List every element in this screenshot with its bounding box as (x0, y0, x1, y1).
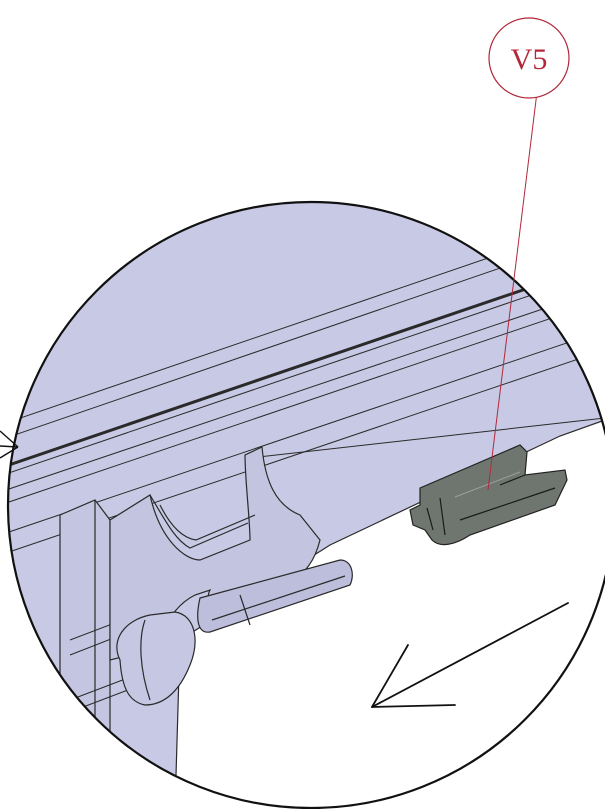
arrow-down-left-icon (371, 602, 569, 708)
clip-part-v5 (409, 444, 568, 546)
callout-bubble (488, 17, 570, 99)
clamp-profile (109, 446, 321, 661)
detail-circle-outline (6, 200, 605, 809)
rod-end (116, 611, 196, 706)
callout-leader-line (487, 91, 538, 491)
clamp-lip (197, 559, 353, 633)
detail-pointer-arrow-icon (0, 430, 19, 459)
callout-label: V5 (511, 43, 548, 76)
